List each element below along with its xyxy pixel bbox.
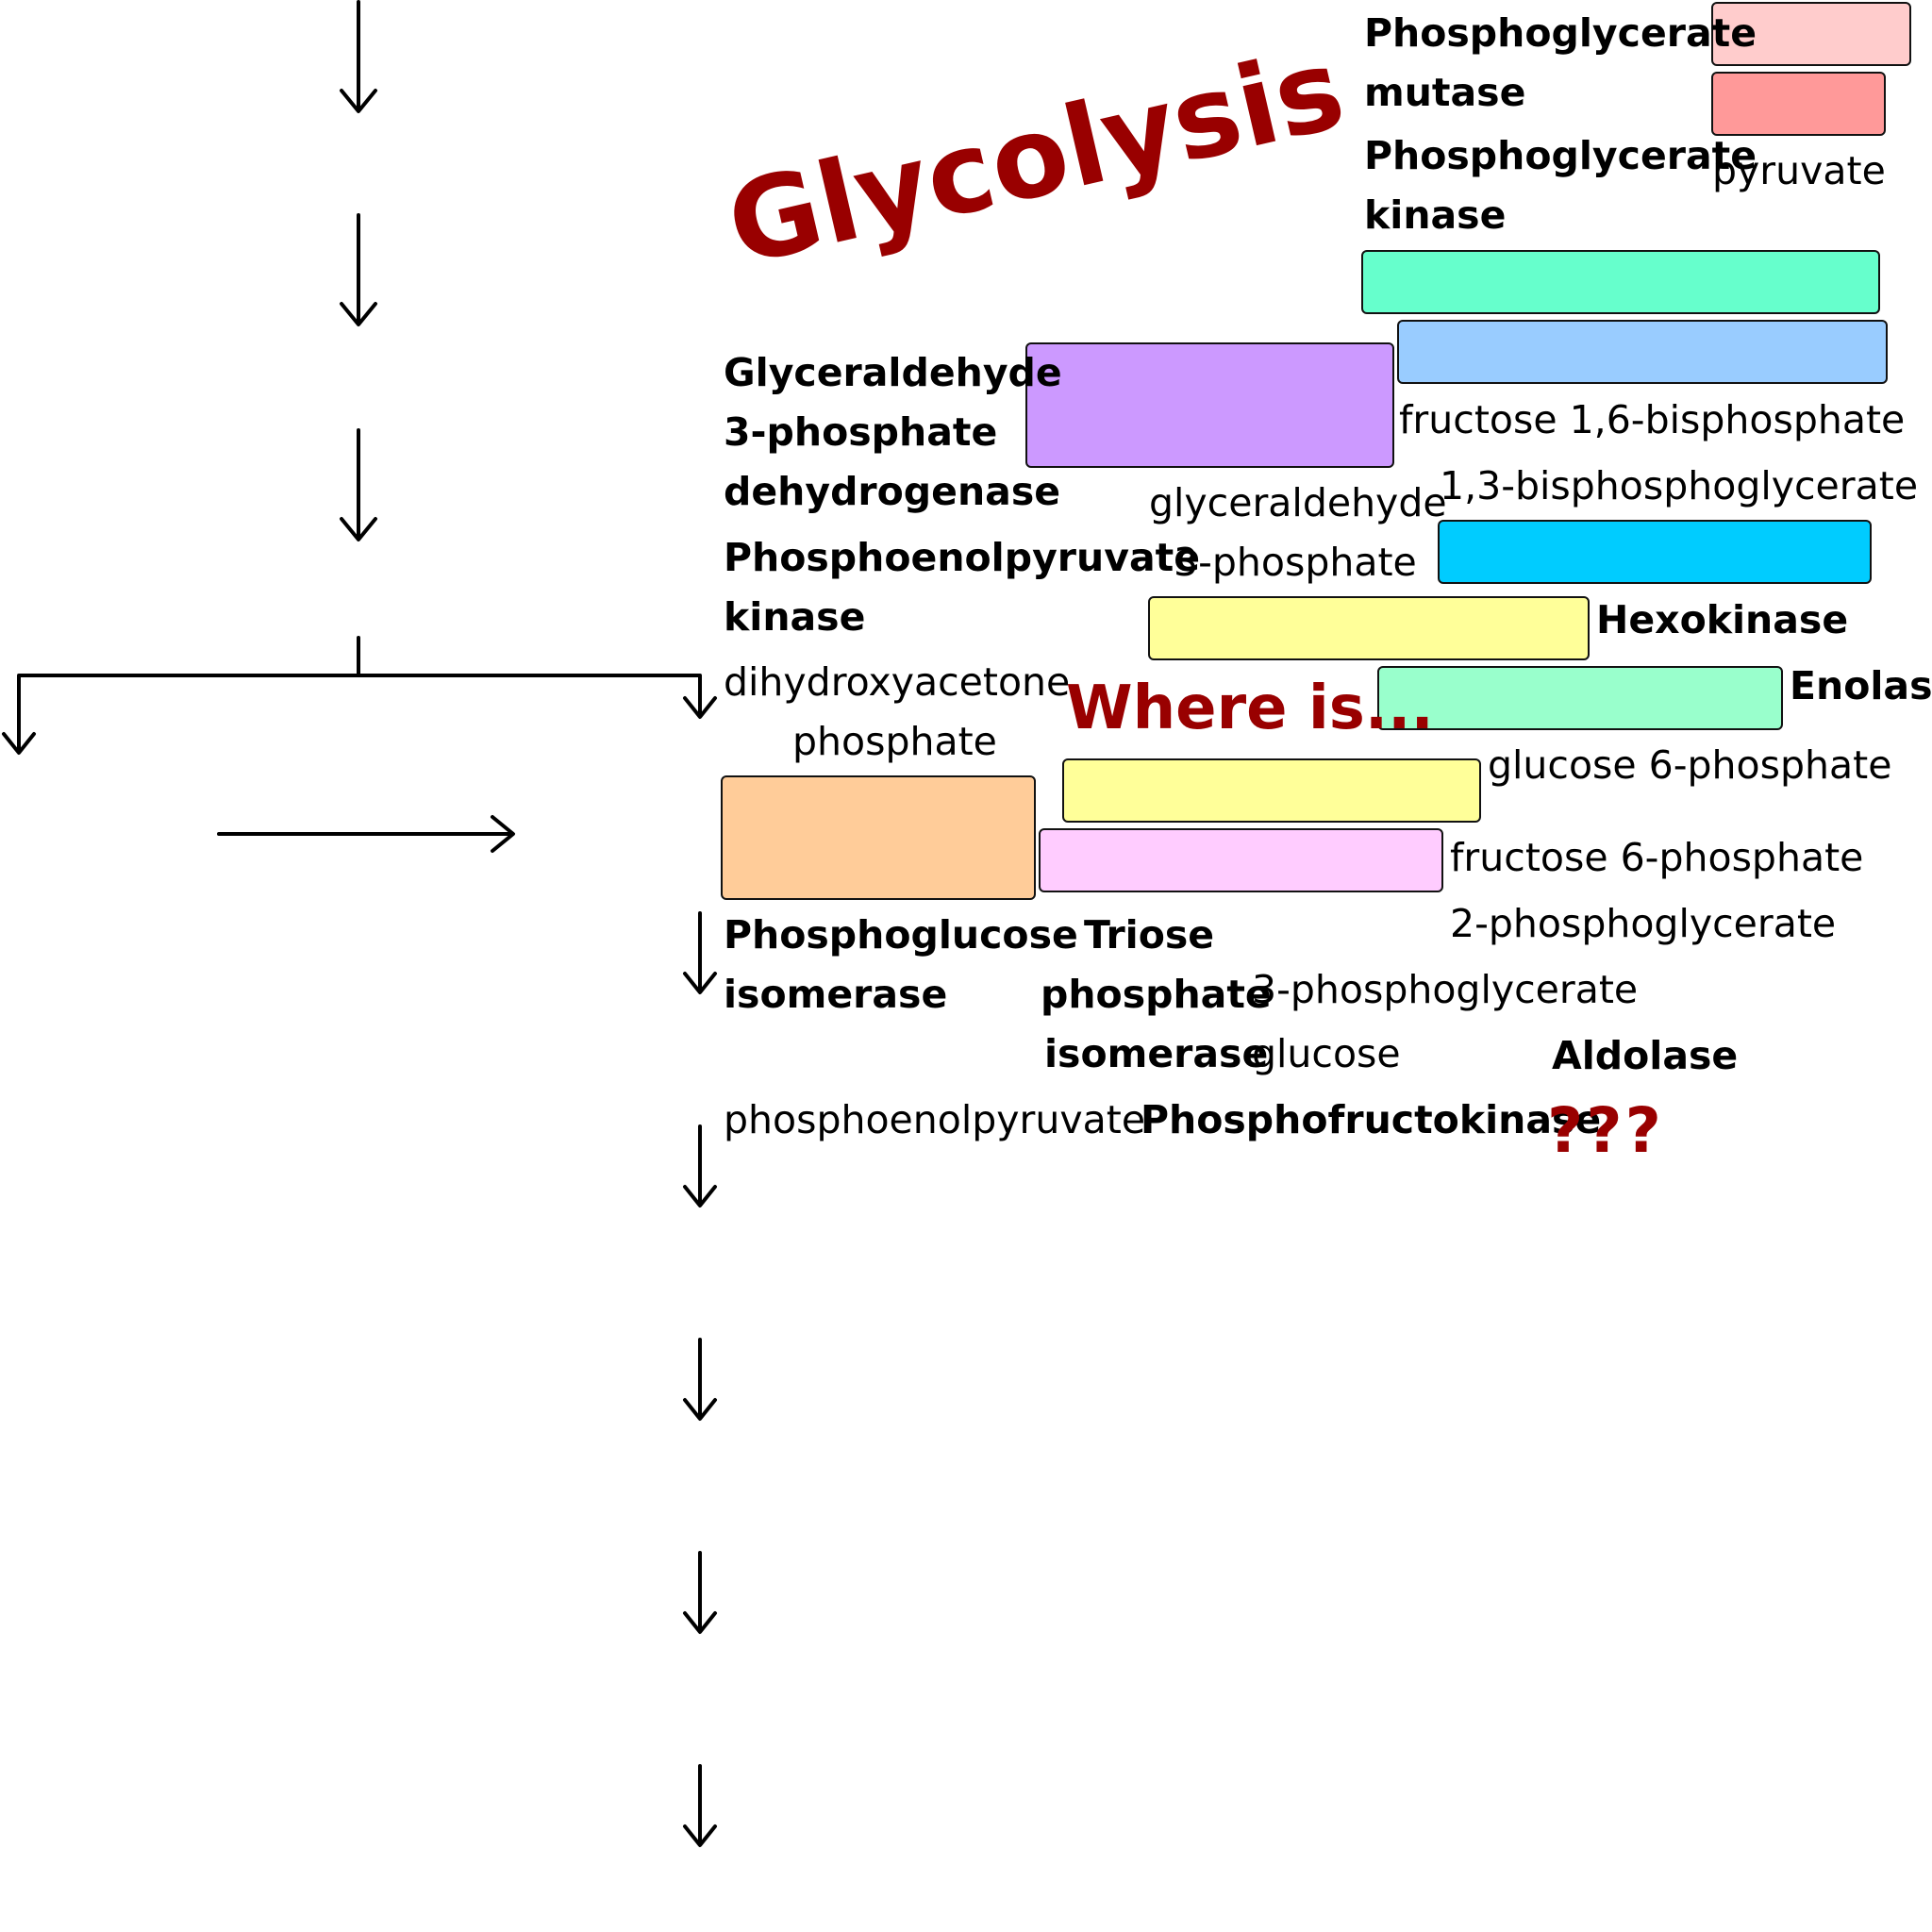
- answer-box-peach[interactable]: [721, 775, 1036, 900]
- answer-box-light-magenta[interactable]: [1039, 828, 1443, 892]
- answer-box-light-pink[interactable]: [1711, 2, 1911, 66]
- arrow-step-8-icon: [683, 1551, 717, 1634]
- metabolite-pyruvate: pyruvate: [1712, 148, 1886, 193]
- answer-box-salmon[interactable]: [1711, 72, 1886, 136]
- arrow-step-9-icon: [683, 1764, 717, 1847]
- metabolite-3-phosphoglycerate: 3-phosphoglycerate: [1252, 967, 1639, 1012]
- answer-box-pale-yellow-1[interactable]: [1148, 596, 1590, 660]
- arrow-step-7-icon: [683, 1338, 717, 1421]
- metabolite-glucose-6-phosphate: glucose 6-phosphate: [1488, 742, 1892, 788]
- arrow-step-1-icon: [340, 0, 377, 113]
- enzyme-hexokinase: Hexokinase: [1596, 597, 1849, 642]
- enzyme-phosphofructokinase: Phosphofructokinase: [1141, 1097, 1602, 1142]
- metabolite-dihydroxyacetone-phosphate: dihydroxyacetone phosphate: [724, 659, 1071, 764]
- answer-box-lavender[interactable]: [1025, 342, 1394, 468]
- enzyme-enolase: Enolase: [1790, 663, 1932, 708]
- metabolite-phosphoenolpyruvate: phosphoenolpyruvate: [724, 1097, 1146, 1142]
- answer-box-cyan[interactable]: [1438, 520, 1872, 584]
- answer-box-pale-yellow-2[interactable]: [1062, 758, 1481, 823]
- enzyme-triose-phosphate-isomerase: Triose phosphate isomerase: [1041, 912, 1272, 1076]
- arrow-step-3-icon: [340, 428, 377, 541]
- arrow-step-6-icon: [683, 1124, 717, 1208]
- enzyme-aldolase: Aldolase: [1552, 1033, 1739, 1078]
- branch-arrow-icon: [2, 636, 717, 755]
- metabolite-fructose-16-bisphosphate: fructose 1,6-bisphosphate: [1399, 397, 1906, 442]
- question-marks: ???: [1547, 1094, 1664, 1167]
- answer-box-pale-mint[interactable]: [1377, 666, 1783, 730]
- metabolite-glyceraldehyde-3-phosphate: glyceraldehyde 3-phosphate: [1149, 480, 1447, 585]
- arrow-horizontal-icon: [217, 815, 515, 853]
- arrow-step-2-icon: [340, 213, 377, 326]
- metabolite-fructose-6-phosphate: fructose 6-phosphate: [1450, 835, 1864, 880]
- metabolite-13-bisphosphoglycerate: 1,3-bisphosphoglycerate: [1440, 463, 1919, 508]
- answer-box-light-blue[interactable]: [1397, 320, 1888, 384]
- answer-box-mint[interactable]: [1361, 250, 1880, 314]
- arrow-step-5-icon: [683, 911, 717, 994]
- where-is-prompt: Where is...: [1066, 674, 1434, 743]
- metabolite-glucose: glucose: [1252, 1031, 1401, 1076]
- metabolite-2-phosphoglycerate: 2-phosphoglycerate: [1450, 901, 1837, 946]
